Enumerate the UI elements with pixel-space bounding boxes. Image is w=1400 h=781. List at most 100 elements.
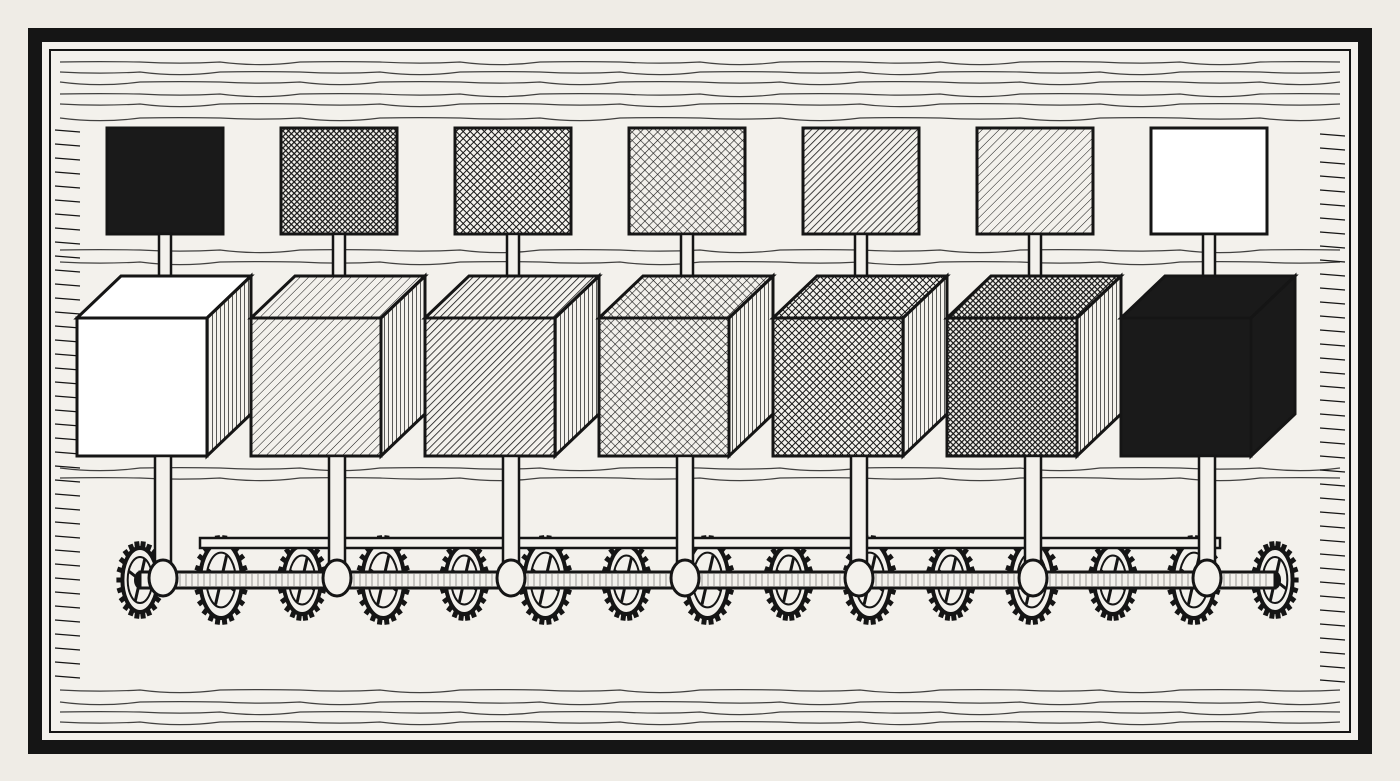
grain-line	[54, 563, 81, 567]
grain-line	[59, 93, 1341, 98]
grain-line	[1319, 595, 1346, 599]
shade-square	[105, 126, 225, 236]
grain-line	[1319, 609, 1346, 613]
cube-front	[75, 316, 209, 458]
shade-units	[73, 126, 1299, 598]
grain-line	[59, 261, 1341, 266]
cube-front	[771, 316, 905, 458]
grain-line	[1319, 469, 1346, 473]
grain-line	[1319, 231, 1346, 235]
grain-line	[59, 61, 1341, 66]
grain-line	[59, 701, 1341, 706]
rod-collar	[843, 558, 875, 598]
grain-line	[59, 249, 1341, 254]
shade-square	[801, 126, 921, 236]
shade-square	[453, 126, 573, 236]
grain-line	[54, 675, 81, 679]
cube-front	[423, 316, 557, 458]
grain-line	[54, 493, 81, 497]
cube-front	[1119, 316, 1253, 458]
grain-line	[1319, 679, 1346, 683]
shade-unit	[1117, 126, 1299, 598]
connecting-rod	[1023, 454, 1043, 566]
grain-line	[54, 605, 81, 609]
grain-line	[59, 71, 1341, 76]
grain-line	[1319, 357, 1346, 361]
grain-line	[54, 283, 81, 287]
grain-line	[1319, 133, 1346, 137]
grain-line	[1319, 441, 1346, 445]
grain-line	[1319, 399, 1346, 403]
grain-line	[54, 521, 81, 525]
grain-line	[1319, 189, 1346, 193]
connecting-rod	[327, 454, 347, 566]
inner-rule	[49, 49, 1351, 733]
grain-line	[1319, 511, 1346, 515]
stem	[1027, 232, 1043, 278]
axle-shaft	[138, 570, 1277, 590]
shade-unit	[595, 126, 777, 598]
grain-line	[1319, 203, 1346, 207]
cube-side	[1249, 272, 1297, 460]
rod-collar	[1191, 558, 1223, 598]
shade-unit	[943, 126, 1125, 598]
shade-square	[975, 126, 1095, 236]
grain-line	[1319, 371, 1346, 375]
connecting-rod	[675, 454, 695, 566]
stem	[505, 232, 521, 278]
grain-line	[1319, 315, 1346, 319]
grain-line	[1319, 525, 1346, 529]
grain-line	[1319, 343, 1346, 347]
grain-line	[1319, 637, 1346, 641]
grain-line	[59, 103, 1341, 108]
grain-line	[54, 479, 81, 483]
grain-line	[54, 647, 81, 651]
grain-line	[54, 535, 81, 539]
shade-square	[279, 126, 399, 236]
shade-unit	[769, 126, 951, 598]
axle	[138, 536, 1277, 590]
grain-line	[59, 711, 1341, 716]
connecting-rod	[1197, 454, 1217, 566]
grain-line	[1319, 287, 1346, 291]
grain-line	[1319, 147, 1346, 151]
grain-line	[59, 477, 1341, 482]
grain-line	[54, 619, 81, 623]
grain-line	[54, 199, 81, 203]
grain-line	[59, 689, 1341, 694]
connecting-rod	[153, 454, 173, 566]
shade-square	[627, 126, 747, 236]
rod-collar	[1017, 558, 1049, 598]
grain-line	[54, 507, 81, 511]
grain-line	[1319, 581, 1346, 585]
stem	[853, 232, 869, 278]
grain-line	[1319, 665, 1346, 669]
grain-line	[1319, 483, 1346, 487]
grain-line	[54, 661, 81, 665]
rod-collar	[321, 558, 353, 598]
shade-unit	[73, 126, 255, 598]
grain-line	[54, 143, 81, 147]
grain-line	[54, 185, 81, 189]
grain-line	[1319, 413, 1346, 417]
grain-line	[1319, 539, 1346, 543]
stem	[157, 232, 173, 278]
grain-line	[54, 171, 81, 175]
grain-line	[54, 577, 81, 581]
grain-line	[54, 591, 81, 595]
grain-line	[1319, 161, 1346, 165]
grain-line	[1319, 273, 1346, 277]
rod-collar	[495, 558, 527, 598]
grain-line	[59, 721, 1341, 726]
shade-unit	[421, 126, 603, 598]
grain-line	[1319, 553, 1346, 557]
grain-line	[1319, 217, 1346, 221]
grain-line	[59, 81, 1341, 86]
stem	[331, 232, 347, 278]
grain-line	[1319, 259, 1346, 263]
connecting-rod	[501, 454, 521, 566]
grain-line	[1319, 455, 1346, 459]
grain-line	[1319, 623, 1346, 627]
rod-collar	[147, 558, 179, 598]
